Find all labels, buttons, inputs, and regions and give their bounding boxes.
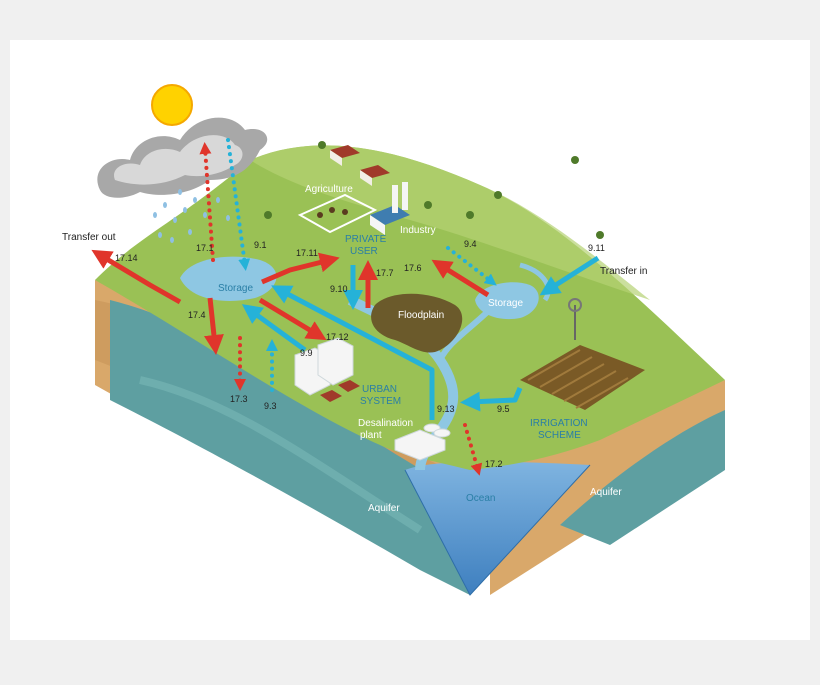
ocean-edge [404,464,591,596]
storage-reservoir-right [475,282,539,320]
aquifer-stripe [139,376,423,534]
label-private-user-line1: PRIVATE [345,234,387,245]
ocean-surface [405,461,590,595]
irrigation-rows [527,349,629,409]
sun-icon [151,84,193,126]
tree-icon [596,231,604,239]
urban-building-icon [317,337,354,386]
flow-arrow-17-1 [199,142,215,262]
label-aquifer-right: Aquifer [590,487,622,498]
tree-icon [571,156,579,164]
barn-roof-icon [360,165,390,178]
label-storage-right: Storage [488,298,523,309]
flow-code-17-7: 17.7 [376,268,394,278]
label-industry: Industry [400,225,436,236]
flow-arrow-17-2 [463,423,483,476]
flow-code-9-4: 9.4 [464,239,477,249]
land-highlight [250,145,650,300]
rain-drops-icon [153,189,230,243]
label-transfer-in: Transfer in [600,266,647,277]
flow-code-9-10: 9.10 [330,284,348,294]
barn-wall-icon [330,150,342,166]
label-urban-line1: URBAN [362,384,397,395]
flow-code-17-1: 17.1 [196,243,214,253]
flow-arrow-9-11 [539,255,600,296]
flow-arrow-9-13 [271,285,435,420]
flow-code-17-11: 17.11 [296,248,318,258]
tree-icon [318,141,326,149]
label-irrigation-line2: SCHEME [538,430,581,441]
flow-arrow-17-12 [258,297,327,341]
tree-icon [466,211,474,219]
flow-arrow-9-9 [241,304,307,353]
cow-icon [317,212,323,218]
flow-code-17-4: 17.4 [188,310,206,320]
label-ocean: Ocean [466,493,495,504]
label-transfer-out: Transfer out [62,232,116,243]
factory-wall-icon [370,215,385,235]
label-storage-left: Storage [218,283,253,294]
chimney-icon [392,185,398,213]
chimney-icon [402,182,408,210]
flow-arrow-17-6 [431,259,490,298]
agriculture-fence [297,193,378,234]
flow-arrow-9-4 [446,246,497,286]
label-irrigation-line1: IRRIGATION [530,418,588,429]
barn-roof-icon [330,145,360,158]
flow-arrow-9-1 [226,138,251,271]
label-agriculture: Agriculture [305,184,353,195]
flow-code-9-9: 9.9 [300,348,313,358]
cow-icon [329,207,335,213]
flow-code-17-6: 17.6 [404,263,422,273]
flow-arrow-17-14 [91,249,182,305]
flow-code-9-11: 9.11 [588,243,605,253]
flow-code-17-3: 17.3 [230,394,248,404]
label-aquifer-left: Aquifer [368,503,400,514]
house-icon [320,390,342,402]
tree-icon [424,201,432,209]
right-aquifer-layer [560,410,725,545]
tree-icon [494,191,502,199]
factory-roof-icon [370,205,410,225]
flow-code-9-5: 9.5 [497,404,510,414]
flow-arrow-17-4 [203,297,224,355]
barn-wall-icon [360,170,372,186]
flow-code-9-1: 9.1 [254,240,267,250]
desalination-plant-icon [394,429,446,461]
flow-code-9-3: 9.3 [264,401,277,411]
flow-code-17-2: 17.2 [485,459,503,469]
label-floodplain: Floodplain [398,310,444,321]
house-icon [338,380,360,392]
floodplain-area [371,293,463,353]
flow-arrow-9-5 [460,387,523,412]
flow-arrow-17-11 [261,252,340,285]
tank-icon [433,428,451,438]
storage-reservoir-left [180,256,277,301]
flow-code-17-12: 17.12 [326,332,349,342]
cow-icon [342,209,348,215]
label-desalination-line2: plant [360,430,382,441]
flow-code-17-14: 17.14 [115,253,138,263]
label-private-user-line2: USER [350,246,378,257]
tree-icon [264,211,272,219]
flow-code-9-13: 9.13 [437,404,455,414]
label-urban-line2: SYSTEM [360,396,401,407]
label-desalination-line1: Desalination [358,418,413,429]
windmill-fan-icon [568,298,582,312]
